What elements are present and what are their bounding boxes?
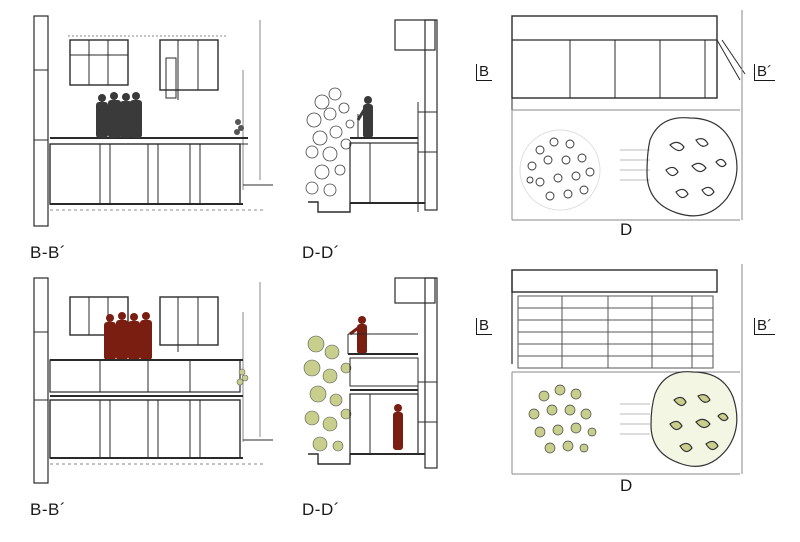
person-lower-proposed (393, 404, 403, 450)
section-bb-existing (28, 10, 278, 235)
tree-canopy-left-green (528, 384, 597, 454)
plan-proposed-drawing (511, 264, 743, 475)
section-bb-proposed-drawing (33, 277, 273, 484)
person-silhouette (356, 96, 373, 138)
people-silhouettes (96, 92, 142, 138)
label-section-dd-bottom: D-D´ (302, 500, 340, 519)
plan-marker-d-bottom: D (620, 476, 633, 495)
label-section-bb-top: B-B´ (30, 243, 66, 262)
plan-marker-b-right-bottom: B´ (754, 318, 775, 335)
tree-canopy-left (519, 129, 601, 211)
section-bb-proposed (28, 272, 278, 497)
tree-canopy-right (646, 117, 738, 217)
people-silhouettes-proposed (104, 312, 152, 360)
plan-proposed (470, 264, 770, 499)
plan-marker-b-left-top: B (476, 64, 493, 81)
tree-foliage-green (303, 335, 352, 452)
canopy-grid (517, 295, 714, 369)
plan-marker-b-right-top: B´ (754, 64, 775, 81)
tree-foliage (305, 87, 355, 197)
section-bb-existing-drawing (33, 15, 273, 227)
plan-existing-drawing (511, 10, 746, 221)
plan-existing (470, 10, 770, 245)
label-section-dd-top: D-D´ (302, 243, 340, 262)
section-dd-proposed (300, 272, 455, 497)
label-section-bb-bottom: B-B´ (30, 500, 66, 519)
section-dd-existing (300, 12, 455, 237)
person-upper-proposed (349, 316, 367, 354)
section-dd-existing-drawing (305, 19, 438, 213)
plan-marker-b-left-bottom: B (476, 318, 493, 335)
plan-marker-d-top: D (620, 220, 633, 239)
tree-canopy-right-green (650, 371, 738, 467)
section-dd-proposed-drawing (303, 277, 438, 469)
